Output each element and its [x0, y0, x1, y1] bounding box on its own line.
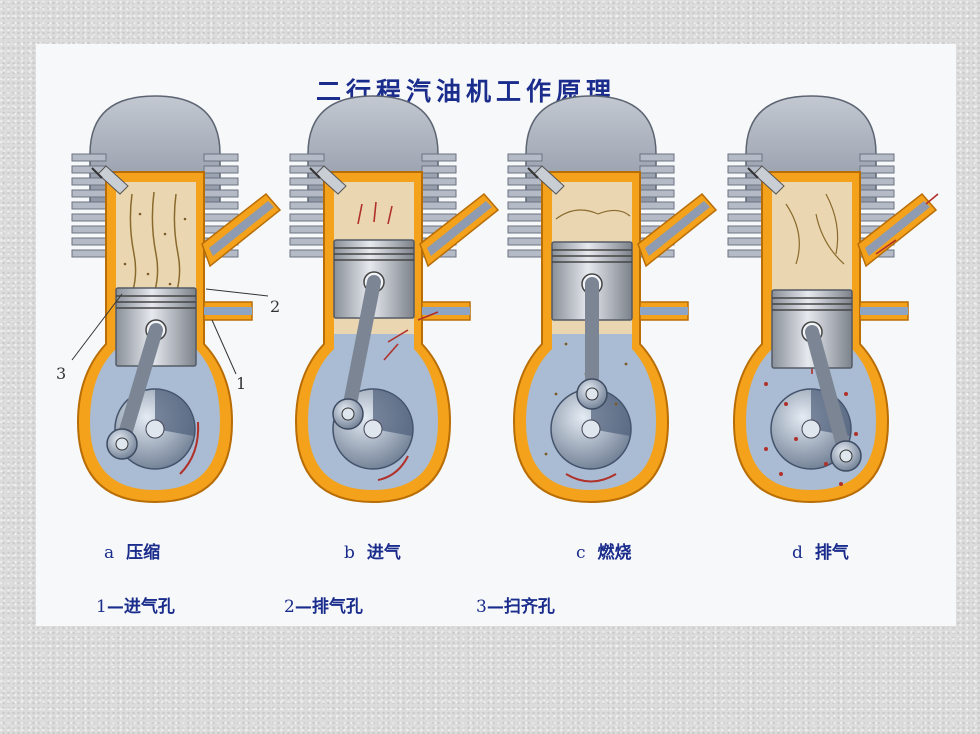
legend-item-1: 1—进气孔	[96, 597, 175, 617]
engine-diagram	[71, 95, 939, 503]
callout-lines	[71, 288, 269, 375]
engine-d-exhaust	[727, 95, 939, 503]
engine-a-compression	[71, 95, 281, 503]
diagram-panel: 二行程汽油机工作原理	[36, 44, 956, 626]
legend-item-2: 2—排气孔	[284, 597, 363, 617]
legend-item-3: 3—扫齐孔	[476, 597, 555, 617]
callout-1: 1	[236, 374, 247, 393]
engine-b-intake	[289, 95, 499, 503]
callout-2: 2	[270, 297, 281, 316]
callout-3: 3	[56, 364, 67, 383]
engine-c-combustion	[507, 95, 717, 503]
